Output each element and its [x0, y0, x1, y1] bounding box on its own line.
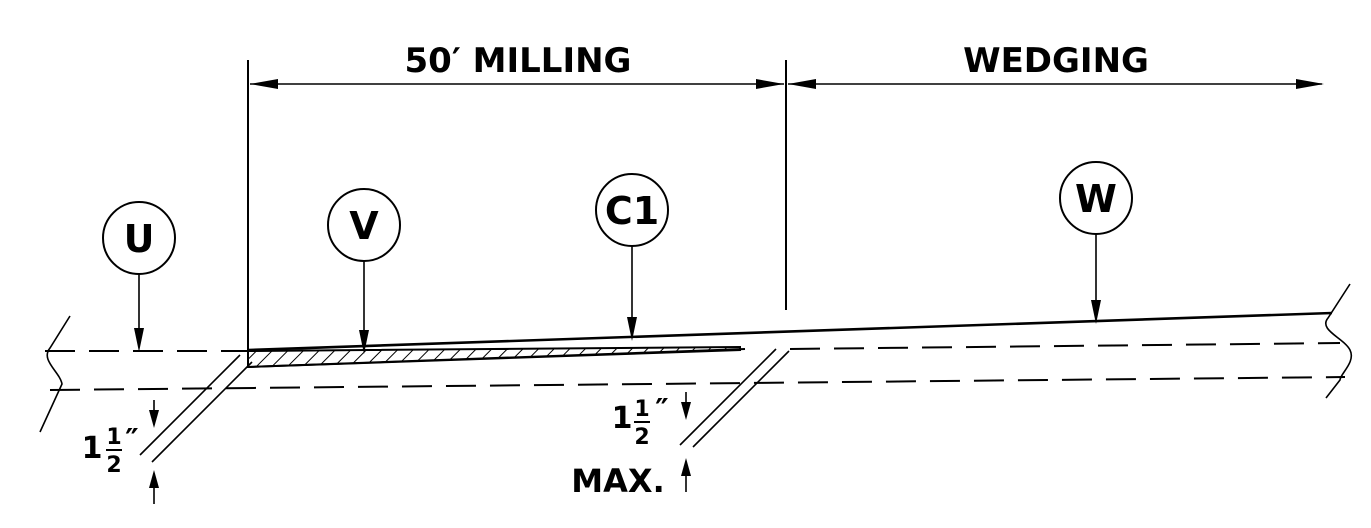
- right-depth-numerator: 1: [634, 397, 649, 422]
- right-depth-unit: ″: [655, 393, 668, 428]
- right-depth-arrow-up-icon: [681, 458, 691, 476]
- left-depth-dimension: 1 1 2 ″: [82, 400, 159, 504]
- right-joint-line-1: [679, 348, 777, 446]
- right-depth-max-label: MAX.: [571, 462, 664, 500]
- bubble-u-arrow-icon: [134, 328, 144, 352]
- right-break-line-icon: [1325, 283, 1353, 399]
- left-depth-arrow-down-icon: [149, 410, 159, 428]
- callout-u: U: [102, 201, 176, 352]
- existing-bottom-dashed-line: [49, 376, 1346, 391]
- left-joint: [139, 354, 253, 463]
- left-depth-arrow-up-icon: [149, 470, 159, 488]
- left-depth-whole: 1: [82, 431, 103, 466]
- bubble-w-arrow-icon: [1091, 300, 1101, 324]
- right-joint-line-2: [692, 350, 790, 448]
- callout-v: V: [327, 188, 401, 354]
- bubble-c1-arrow-icon: [627, 317, 637, 341]
- milling-arrow-left-icon: [250, 79, 278, 89]
- wedging-label: WEDGING: [963, 41, 1149, 81]
- bubble-w-label: W: [1075, 177, 1117, 221]
- right-joint: [679, 348, 790, 448]
- existing-top-dashed-line-right: [789, 342, 1341, 350]
- right-depth-whole: 1: [612, 401, 633, 436]
- milling-label: 50′ MILLING: [405, 41, 632, 81]
- right-depth-arrow-down-icon: [681, 402, 691, 420]
- overlay-surface-line: [247, 311, 1333, 352]
- bubble-v-arrow-icon: [359, 330, 369, 354]
- left-joint-line-2: [151, 361, 253, 463]
- bubble-v-label: V: [349, 204, 379, 248]
- break-lines: [39, 283, 1353, 433]
- callout-w: W: [1059, 161, 1133, 324]
- wedging-dimension: WEDGING: [788, 41, 1324, 89]
- wedging-arrow-right-icon: [1296, 79, 1324, 89]
- bubble-u-label: U: [124, 217, 155, 261]
- wedging-arrow-left-icon: [788, 79, 816, 89]
- left-joint-line-1: [139, 354, 241, 456]
- callout-c1: C1: [595, 173, 669, 341]
- right-depth-denominator: 2: [634, 425, 649, 450]
- milling-arrow-right-icon: [756, 79, 784, 89]
- existing-pavement: [45, 342, 1346, 391]
- milling-dimension: 50′ MILLING: [247, 41, 787, 352]
- bubble-c1-label: C1: [605, 189, 659, 233]
- milled-area: [247, 345, 746, 369]
- left-depth-unit: ″: [125, 423, 138, 458]
- milled-bottom-line: [247, 348, 746, 368]
- left-break-line-icon: [39, 315, 71, 433]
- right-depth-dimension: 1 1 2 ″ MAX.: [571, 392, 691, 500]
- left-depth-denominator: 2: [106, 453, 121, 478]
- left-depth-numerator: 1: [106, 425, 121, 450]
